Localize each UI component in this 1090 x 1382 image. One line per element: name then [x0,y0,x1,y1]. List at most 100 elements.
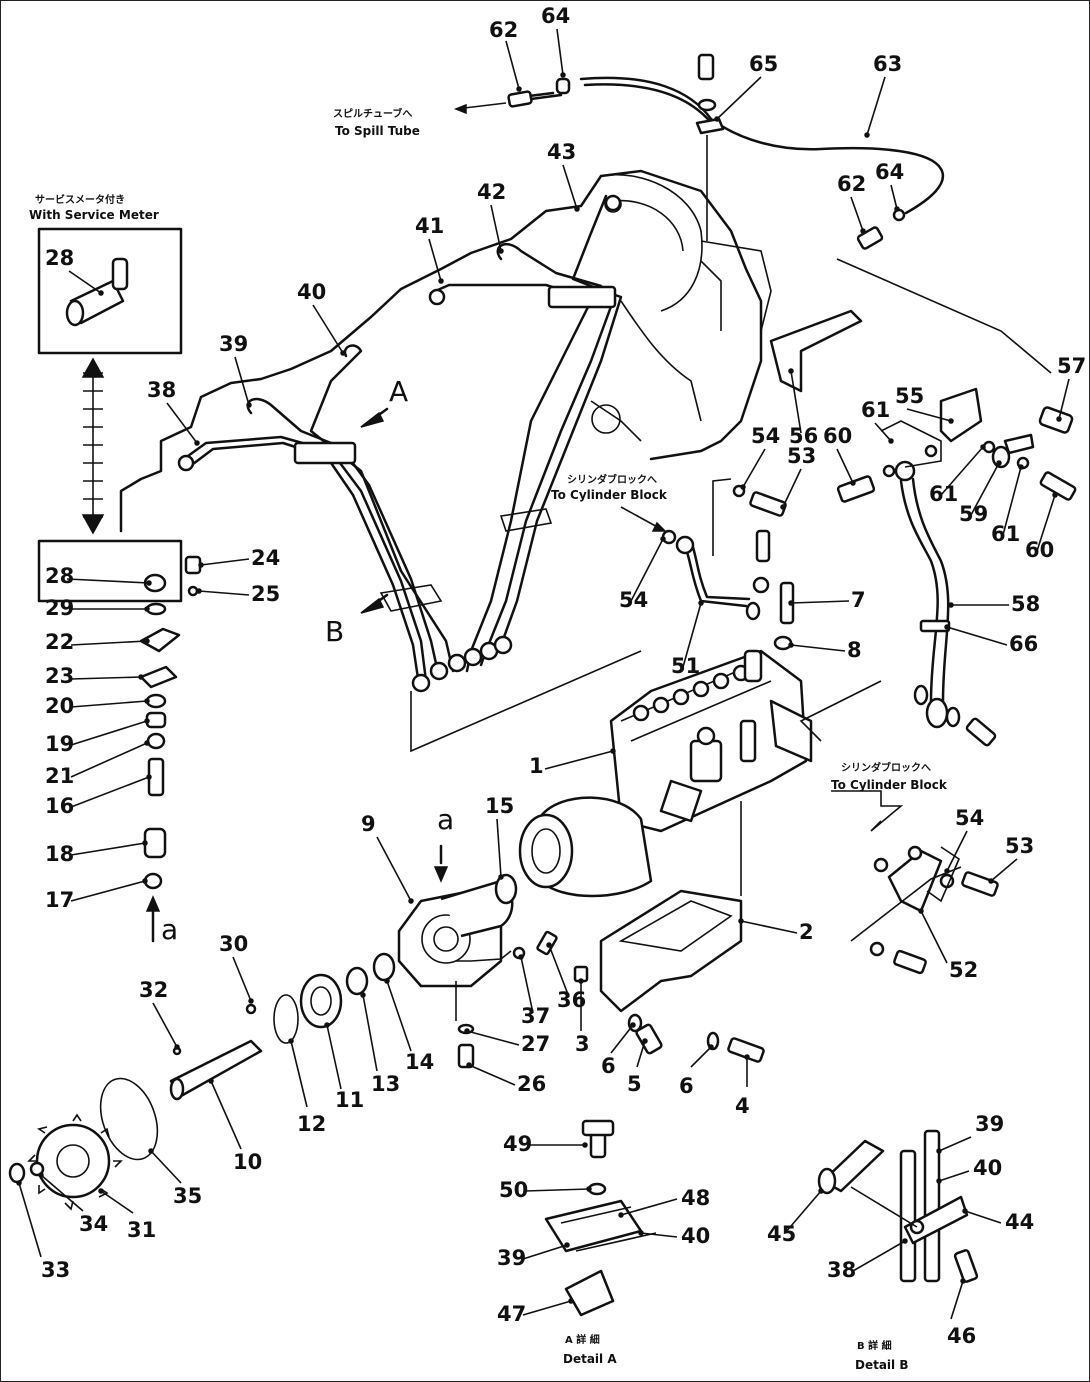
part-number-6b: 6 [679,1074,694,1098]
leader-dot-26 [466,1062,472,1068]
part-number-16: 16 [45,794,74,818]
leader-dot-56 [788,368,794,374]
leader-line-30 [232,956,252,1002]
leader-dot-30 [248,998,254,1004]
part-number-47: 47 [497,1302,526,1326]
note-spill-en: To Spill Tube [335,124,420,138]
leader-dot-47 [568,1298,574,1304]
part-number-22: 22 [45,630,74,654]
part-number-60a: 60 [823,424,852,448]
detail-b-title-en: Detail B [855,1358,908,1372]
leader-line-55 [906,408,952,422]
leader-dot-6a [630,1022,636,1028]
part-number-59: 59 [959,502,988,526]
note-cylinder-en-1: To Cylinder Block [551,488,668,502]
leader-dot-1 [610,748,616,754]
part-number-14: 14 [405,1050,434,1074]
detail-b-title-ja: B 詳 細 [857,1339,892,1352]
leader-line-62a [505,40,520,90]
leader-dot-66 [944,624,950,630]
spill-tube-lines [453,76,1052,374]
part-number-55: 55 [895,384,924,408]
leader-dot-32 [174,1044,180,1050]
leader-dot-40b [638,1230,644,1236]
leader-line-53b [990,858,1018,882]
part-number-66: 66 [1009,632,1038,656]
leader-line-6b [690,1046,712,1068]
view-a-letter: A [389,375,408,408]
leader-line-40c [938,1170,970,1182]
leader-dot-31 [98,1188,104,1194]
leader-line-31 [100,1190,134,1214]
leader-dot-40 [340,350,346,356]
part-number-44: 44 [1005,1210,1034,1234]
oil-feed-pipe [620,478,795,651]
leader-line-64b [890,184,898,210]
part-number-40b: 40 [681,1224,710,1248]
leader-dot-6b [708,1044,714,1050]
part-number-39: 39 [219,332,248,356]
leader-line-39c [938,1136,972,1152]
leader-dot-41 [438,278,444,284]
leader-dot-40c [936,1178,942,1184]
part-number-58: 58 [1011,592,1040,616]
leader-dot-59 [996,460,1002,466]
leader-line-15 [496,818,502,878]
leader-dot-29 [144,606,150,612]
leader-dot-60b [1052,492,1058,498]
leader-dot-34 [38,1172,44,1178]
leader-dot-35 [148,1148,154,1154]
leader-dot-20 [144,698,150,704]
leader-line-2 [740,920,798,934]
leader-line-59 [970,462,1000,516]
leader-dot-5 [642,1038,648,1044]
part-number-1: 1 [529,754,544,778]
leader-line-5 [636,1040,646,1068]
leader-dot-50 [586,1186,592,1192]
part-number-23: 23 [45,664,74,688]
leader-line-16 [70,776,150,808]
leader-dot-28b [146,580,152,586]
diagram-notes: スピルチューブへ To Spill Tube サービスメータ付き With Se… [29,107,948,792]
leader-dot-16 [146,774,152,780]
leader-line-22 [70,640,148,646]
leader-line-51 [682,602,702,668]
part-number-56: 56 [789,424,818,448]
part-number-27: 27 [521,1032,550,1056]
leader-line-19 [70,720,148,746]
leader-dot-33 [16,1180,22,1186]
part-number-57: 57 [1057,354,1086,378]
leader-dot-13 [360,992,366,998]
leader-dot-39c [936,1148,942,1154]
part-number-9: 9 [361,812,376,836]
leader-dot-38 [194,440,200,446]
part-number-3: 3 [575,1032,590,1056]
leader-dot-61c [1018,464,1024,470]
detail-a-title-ja: A 詳 細 [565,1333,600,1346]
part-number-51: 51 [671,654,700,678]
leader-dot-51 [698,600,704,606]
part-number-18: 18 [45,842,74,866]
part-number-52: 52 [949,958,978,982]
leader-dot-42 [498,248,504,254]
leader-line-10 [210,1080,242,1150]
leader-line-24 [200,558,250,566]
part-number-28a: 28 [45,246,74,270]
leader-dot-45 [818,1188,824,1194]
leader-line-28b [66,578,150,584]
part-number-17: 17 [45,888,74,912]
cylinder-block-fittings [831,790,999,975]
leader-dot-7 [788,600,794,606]
injection-lines [177,194,642,753]
part-number-60b: 60 [1025,538,1054,562]
service-meter-inset [37,227,183,603]
part-number-25: 25 [251,582,280,606]
view-arrow-a: A [360,375,408,428]
part-number-49: 49 [503,1132,532,1156]
leader-line-34 [40,1174,84,1212]
leader-dot-61b [980,444,986,450]
view-a-small-left: a [161,913,178,946]
leader-line-41 [428,238,442,282]
leader-line-39 [234,356,250,406]
